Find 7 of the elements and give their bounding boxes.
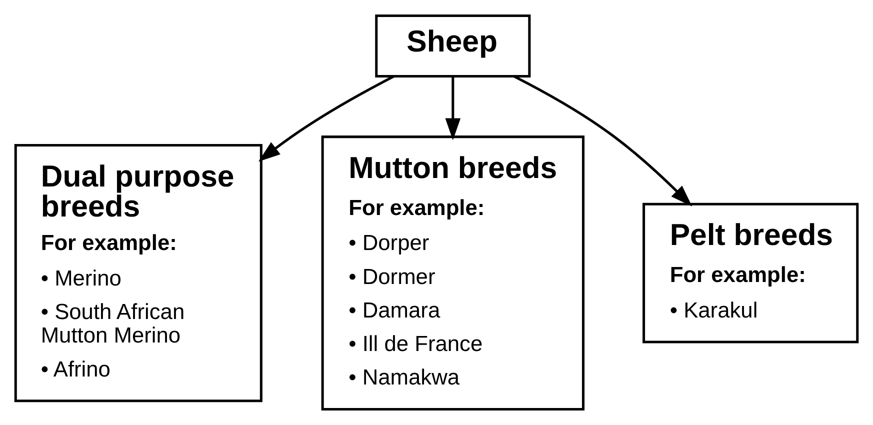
node-box: Sheep: [375, 14, 531, 78]
arrow: [445, 76, 461, 140]
node-box: Pelt breeds For example: • Karakul: [642, 202, 859, 344]
node-box: Dual purpose breeds For example: • Merino • South African Mutton Merino • Afrino: [14, 144, 262, 402]
node-box: Mutton breeds For example: • Dorper • Dormer • Damara • Ill de France • Namakwa: [321, 136, 584, 411]
arrow: [258, 75, 394, 162]
arrow: [514, 75, 692, 207]
